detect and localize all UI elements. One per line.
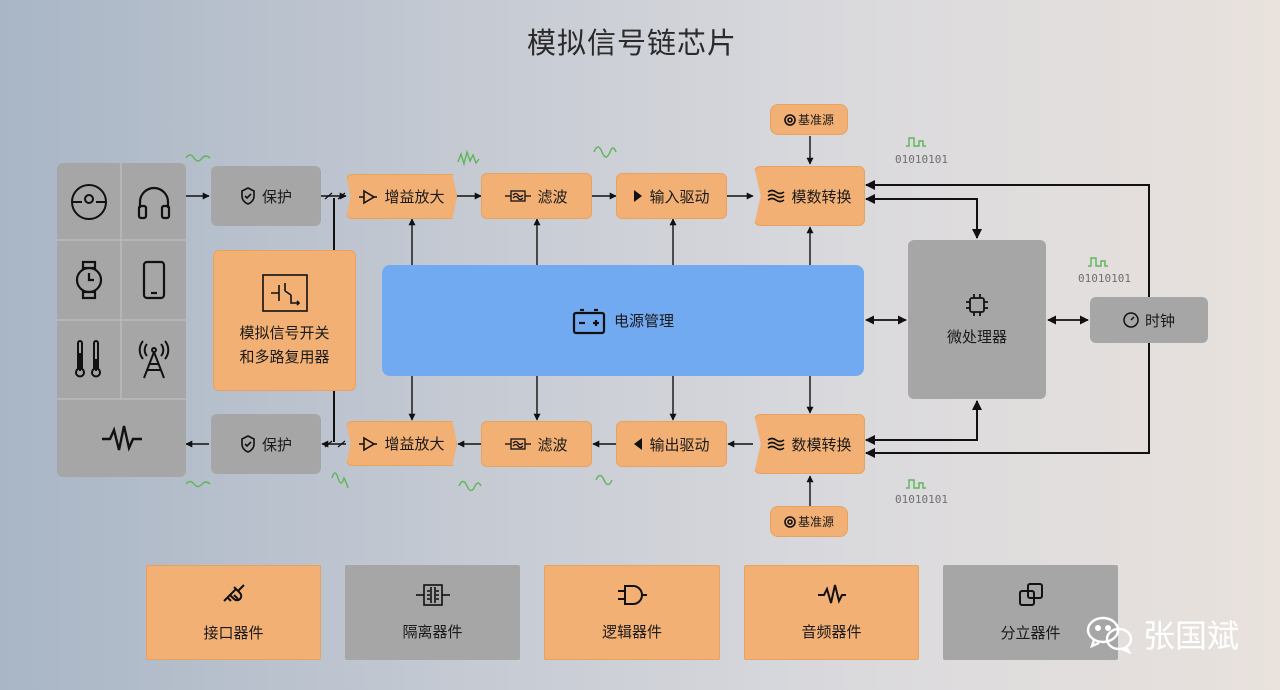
filter-icon <box>505 189 532 203</box>
play-icon <box>633 189 643 203</box>
dac-block: 数模转换 <box>754 414 865 474</box>
logic-gate-icon <box>617 583 647 611</box>
reference-icon <box>784 113 796 126</box>
switch-icon <box>261 273 309 313</box>
clock-block: 时钟 <box>1090 297 1208 343</box>
watermark: 张国斌 <box>1085 610 1239 658</box>
phone-icon <box>121 240 186 320</box>
headphones-icon <box>121 163 186 240</box>
camera-icon <box>57 163 121 240</box>
category-interface: 接口器件 <box>146 565 321 660</box>
reverse-play-icon <box>633 437 643 451</box>
thermometer-icon <box>57 320 121 399</box>
adc-block: 模数转换 <box>754 166 865 226</box>
binary-label: 01010101 <box>1078 272 1131 285</box>
gain-amplifier-bottom: 增益放大 <box>346 421 457 466</box>
shield-icon <box>240 435 256 453</box>
antenna-icon <box>121 320 186 399</box>
filter-icon <box>505 437 532 451</box>
wave-lines-icon <box>767 437 785 451</box>
protect-block-top: 保护 <box>211 166 321 226</box>
audio-icon <box>817 583 847 611</box>
waveform-icon <box>57 399 186 477</box>
chip-icon <box>964 292 990 318</box>
battery-icon <box>572 307 606 335</box>
reference-source-top: 基准源 <box>770 104 848 135</box>
discrete-icon <box>1018 582 1044 612</box>
gain-amplifier-top: 增益放大 <box>346 174 457 219</box>
filter-block-top: 滤波 <box>481 173 592 219</box>
isolator-icon <box>415 583 450 611</box>
input-driver-block: 输入驱动 <box>616 173 727 219</box>
reference-icon <box>784 515 796 528</box>
clock-icon <box>1123 312 1139 328</box>
output-driver-block: 输出驱动 <box>616 421 727 467</box>
shield-icon <box>240 187 256 205</box>
category-isolation: 隔离器件 <box>345 565 520 660</box>
category-logic: 逻辑器件 <box>544 565 720 660</box>
analog-switch-mux-block: 模拟信号开关 和多路复用器 <box>213 250 356 391</box>
filter-block-bottom: 滤波 <box>481 421 592 467</box>
amplifier-icon <box>358 189 378 205</box>
wechat-icon <box>1085 614 1135 654</box>
device-panel <box>57 163 186 477</box>
category-audio: 音频器件 <box>744 565 919 660</box>
watch-icon <box>57 240 121 320</box>
amplifier-icon <box>358 436 378 452</box>
page-title: 模拟信号链芯片 <box>526 26 737 60</box>
wave-lines-icon <box>767 189 785 203</box>
reference-source-bottom: 基准源 <box>770 506 848 537</box>
binary-label: 01010101 <box>895 153 948 166</box>
protect-block-bottom: 保护 <box>211 414 321 474</box>
signal-waves <box>185 137 1108 492</box>
power-management-block: 电源管理 <box>382 265 864 376</box>
plug-icon <box>221 582 247 612</box>
microprocessor-block: 微处理器 <box>908 240 1046 399</box>
binary-label: 01010101 <box>895 493 948 506</box>
category-discrete: 分立器件 <box>943 565 1118 660</box>
